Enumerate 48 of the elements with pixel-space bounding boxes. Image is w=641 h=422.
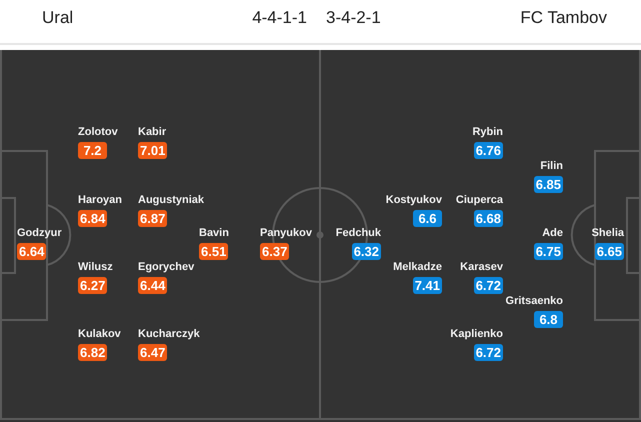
player-rating: 6.84 (78, 210, 108, 227)
player-rating: 6.51 (199, 243, 228, 260)
player-name: Rybin (472, 126, 503, 139)
player-rating: 6.68 (474, 210, 503, 227)
player-rating: 6.6 (413, 210, 442, 227)
player-name: Kulakov (78, 328, 121, 341)
formation-label: 4-4-1-1 (252, 7, 307, 29)
player-rating: 7.01 (138, 142, 168, 159)
player-name: Bavin (199, 227, 229, 240)
player-rating: 6.37 (260, 243, 290, 260)
player-rating: 6.47 (138, 344, 168, 361)
player-name: Fedchuk (336, 227, 381, 240)
player-name: Kabir (138, 126, 166, 139)
player-name: Ade (542, 227, 563, 240)
player-name: Egorychev (138, 261, 194, 274)
player-rating: 7.2 (78, 142, 107, 159)
player-name: Wilusz (78, 261, 113, 274)
player-name: Melkadze (393, 261, 442, 274)
player-name: Gritsaenko (506, 295, 563, 308)
player-rating: 6.76 (474, 142, 503, 159)
player-rating: 6.44 (138, 277, 168, 294)
player-rating: 6.72 (474, 277, 503, 294)
player-name: Zolotov (78, 126, 118, 139)
player-rating: 7.41 (412, 277, 442, 294)
player-rating: 6.85 (534, 176, 563, 193)
player-rating: 6.82 (78, 344, 108, 361)
player-rating: 6.87 (138, 210, 168, 227)
formation-label: 3-4-2-1 (326, 7, 381, 29)
player-name: Kostyukov (386, 194, 442, 207)
player-name: Augustyniak (138, 194, 204, 207)
player-name: Filin (540, 160, 563, 173)
player-name: Godzyur (17, 227, 62, 240)
team-name: Ural (42, 7, 74, 29)
player-name: Shelia (592, 227, 624, 240)
player-name: Kaplienko (450, 328, 503, 341)
player-name: Haroyan (78, 194, 122, 207)
player-rating: 6.72 (474, 344, 503, 361)
player-name: Ciuperca (456, 194, 503, 207)
team-name: FC Tambov (520, 7, 607, 29)
player-rating: 6.65 (594, 243, 624, 260)
player-rating: 6.75 (534, 243, 563, 260)
player-name: Kucharczyk (138, 328, 200, 341)
player-name: Panyukov (260, 227, 312, 240)
player-rating: 6.8 (534, 311, 563, 328)
player-rating: 6.64 (17, 243, 46, 260)
player-name: Karasev (460, 261, 503, 274)
player-rating: 6.32 (352, 243, 381, 260)
player-rating: 6.27 (78, 277, 108, 294)
